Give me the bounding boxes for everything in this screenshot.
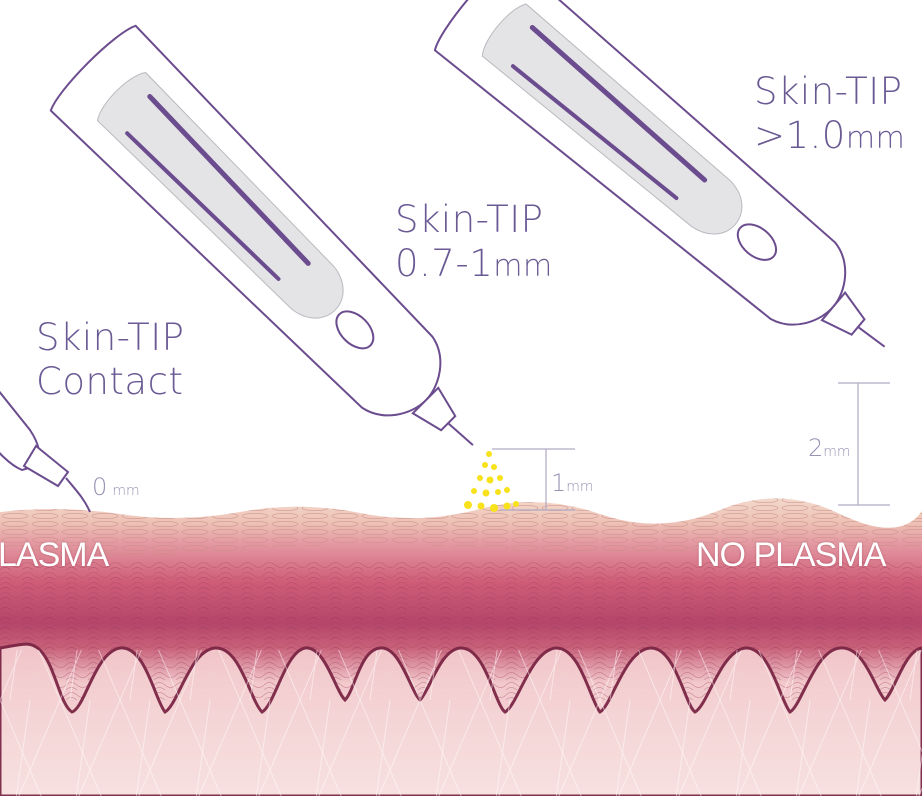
zone-label-left: LASMA <box>0 536 109 574</box>
dim-2-unit: mm <box>823 444 851 460</box>
spark-dot <box>490 504 498 512</box>
label-middle: Skin-TIP 0.7-1mm <box>395 198 553 285</box>
dim-1-unit: mm <box>566 479 594 495</box>
label-middle-line2: 0.7-1mm <box>395 242 553 286</box>
spark-dot <box>486 476 494 484</box>
spark-dot <box>471 488 477 494</box>
skin-cross-section <box>0 498 922 796</box>
spark-dot <box>486 451 492 457</box>
label-far: Skin-TIP >1.0mm <box>754 70 905 157</box>
pen-tip-collar <box>820 291 866 336</box>
pen-tip-collar <box>411 386 457 432</box>
dim-label-0mm: 0 mm <box>92 473 140 501</box>
spark-dot <box>477 475 483 481</box>
plasma-pen-contact <box>0 390 91 513</box>
plasma-spark <box>464 451 519 512</box>
pen-grip <box>481 3 743 235</box>
pen-stripe <box>529 25 708 183</box>
pen-stripe <box>147 94 311 266</box>
spark-dot <box>477 502 485 510</box>
label-far-unit: mm <box>845 120 906 156</box>
spark-dot <box>497 475 503 481</box>
label-contact: Skin-TIP Contact <box>36 316 184 403</box>
spark-dot <box>495 489 501 495</box>
spark-dot <box>491 464 497 470</box>
label-contact-line1: Skin-TIP <box>36 316 185 359</box>
label-contact-line2: Contact <box>36 359 184 403</box>
spark-dot <box>503 502 511 510</box>
dim-2-value: 2 <box>808 434 824 462</box>
label-far-value: >1.0 <box>754 113 846 157</box>
dim-0-unit: mm <box>112 483 140 499</box>
pen-needle <box>857 326 886 348</box>
pen-stripe <box>510 64 679 201</box>
label-far-line1: Skin-TIP <box>754 70 903 113</box>
label-middle-unit: mm <box>493 248 553 284</box>
dim-0-value: 0 <box>92 473 108 501</box>
dimension-lines <box>492 382 890 511</box>
label-far-line2: >1.0mm <box>754 114 905 158</box>
pen-button <box>335 310 375 350</box>
stratum-corneum <box>0 498 922 555</box>
spark-dot <box>513 501 519 507</box>
dim-1-value: 1 <box>551 469 567 497</box>
spark-dot <box>482 489 490 497</box>
spark-dot <box>464 501 472 509</box>
dim-label-1mm: 1mm <box>551 469 594 497</box>
pen-grip <box>96 71 344 319</box>
spark-dot <box>482 462 488 468</box>
zone-label-right: NO PLASMA <box>696 536 886 574</box>
label-middle-line1: Skin-TIP <box>395 198 544 241</box>
pen-needle <box>447 422 474 446</box>
pen-stripe <box>125 131 281 281</box>
plasma-pen-middle <box>49 24 474 446</box>
spark-dot <box>504 487 510 493</box>
plasma-pen-far <box>433 0 886 348</box>
dermis-fibers <box>0 650 922 796</box>
pen-tip-collar <box>22 444 70 488</box>
dim-label-2mm: 2mm <box>808 434 851 462</box>
pen-needle <box>65 477 91 513</box>
label-middle-value: 0.7-1 <box>395 241 494 285</box>
